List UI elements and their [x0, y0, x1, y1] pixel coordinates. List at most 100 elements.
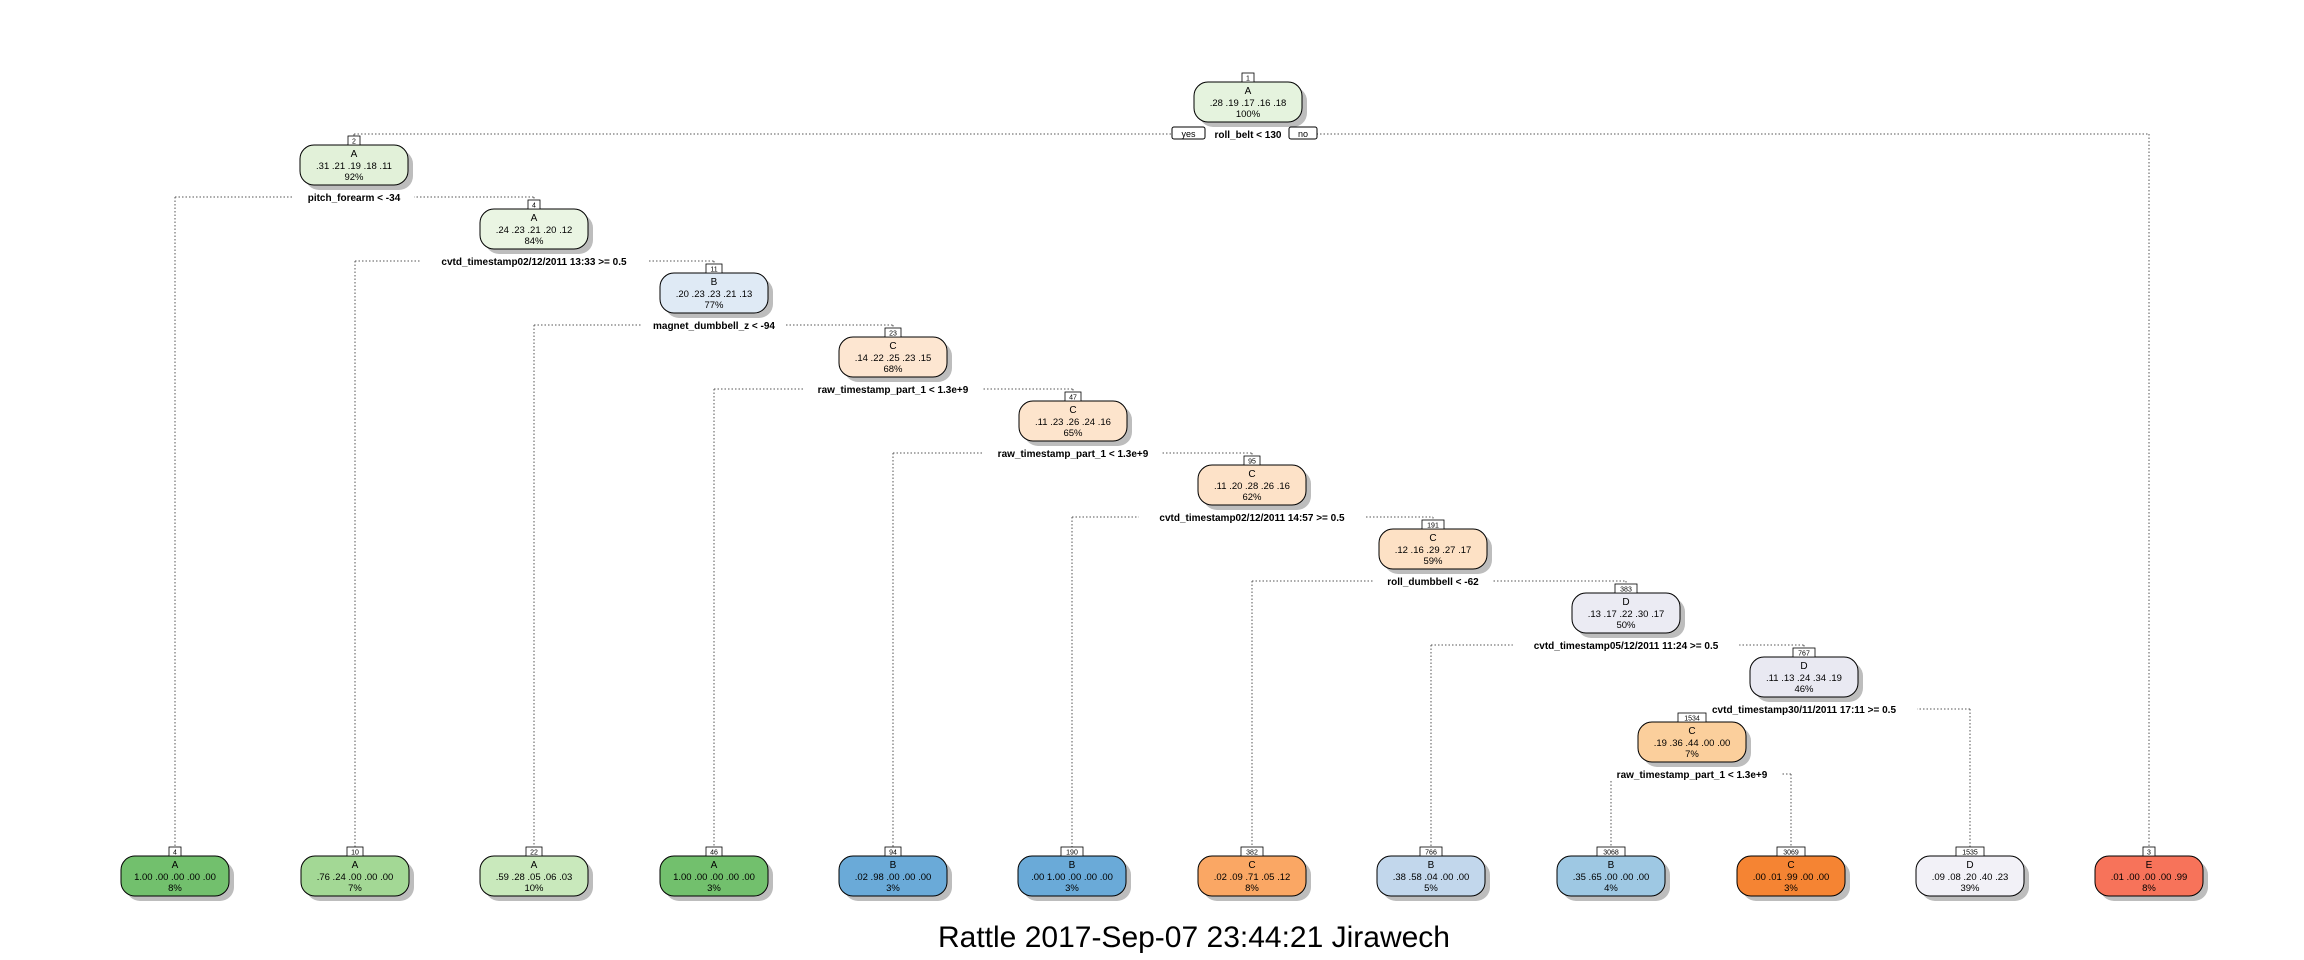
node-number-tag: [168, 846, 182, 857]
node-number: 94: [889, 850, 897, 857]
node-number-tag: [346, 846, 364, 857]
split-label-bg: [983, 446, 1163, 459]
leaf-94: 94B.02 .98 .00 .00 .003%: [838, 846, 952, 901]
node-class: A: [352, 860, 359, 871]
leaf-4: 4A1.00 .00 .00 .00 .008%: [120, 846, 234, 901]
node-number: 1534: [1684, 716, 1700, 723]
node-class: A: [351, 149, 358, 160]
node-number: 766: [1425, 850, 1437, 857]
node-number-tag: [1776, 846, 1806, 857]
node-class: A: [711, 860, 718, 871]
split-label: raw_timestamp_part_1 < 1.3e+9: [998, 449, 1149, 460]
node-probs: .11 .20 .28 .26 .16: [1214, 481, 1290, 492]
leaf-nodes: 4A1.00 .00 .00 .00 .008%10A.76 .24 .00 .…: [120, 846, 2208, 901]
node-probs: 1.00 .00 .00 .00 .00: [673, 872, 755, 883]
split-label-bg: [1138, 510, 1366, 523]
node-class: C: [1248, 469, 1255, 480]
node-number: 22: [530, 850, 538, 857]
node-probs: .28 .19 .17 .16 .18: [1210, 98, 1287, 109]
node-probs: .76 .24 .00 .00 .00: [317, 872, 394, 883]
node-percent: 5%: [1424, 883, 1438, 894]
split-label-bg: [1199, 127, 1297, 140]
split-label: roll_belt < 130: [1215, 130, 1282, 141]
node-probs: .11 .23 .26 .24 .16: [1035, 417, 1111, 428]
node-class: C: [1069, 405, 1076, 416]
node-probs: .20 .23 .23 .21 .13: [676, 289, 753, 300]
split-label-bg: [1690, 702, 1918, 715]
node-number-tag: [1419, 846, 1443, 857]
node-class: C: [1248, 860, 1255, 871]
split-label: raw_timestamp_part_1 < 1.3e+9: [818, 385, 969, 396]
split-label: cvtd_timestamp02/12/2011 14:57 >= 0.5: [1159, 513, 1345, 524]
node-probs: .13 .17 .22 .30 .17: [1588, 609, 1665, 620]
node-class: B: [1069, 860, 1076, 871]
split-label-bg: [1512, 638, 1740, 651]
node-probs: .24 .23 .21 .20 .12: [496, 225, 573, 236]
node-probs: .19 .36 .44 .00 .00: [1654, 738, 1731, 749]
yes-label-box: [1171, 126, 1206, 140]
node-number: 767: [1798, 651, 1810, 658]
node-class: A: [531, 213, 538, 224]
node-percent: 8%: [168, 883, 182, 894]
node-number-tag: [2142, 846, 2156, 857]
node-percent: 8%: [2142, 883, 2156, 894]
node-number: 95: [1248, 459, 1256, 466]
node-class: B: [1428, 860, 1435, 871]
node-number: 382: [1246, 850, 1258, 857]
node-class: B: [1608, 860, 1615, 871]
split-label: cvtd_timestamp02/12/2011 13:33 >= 0.5: [441, 257, 627, 268]
split-label-bg: [803, 382, 983, 395]
node-number: 10: [351, 850, 359, 857]
node-class: B: [711, 277, 718, 288]
node-number-tag: [1596, 846, 1626, 857]
node-number: 4: [532, 203, 536, 210]
split-label: cvtd_timestamp30/11/2011 17:11 >= 0.5: [1712, 705, 1896, 716]
split-label: cvtd_timestamp05/12/2011 11:24 >= 0.5: [1534, 641, 1719, 652]
node-class: E: [2146, 860, 2153, 871]
node-number: 11: [710, 267, 717, 274]
node-number: 1535: [1962, 850, 1978, 857]
node-percent: 7%: [1685, 749, 1699, 760]
node-number-tag: [705, 846, 723, 857]
root-yes-no-labels: yes no: [1171, 126, 1318, 140]
node-probs: .38 .58 .04 .00 .00: [1393, 872, 1470, 883]
node-number: 2: [352, 139, 356, 146]
split-label-bg: [642, 318, 786, 331]
node-probs: .02 .98 .00 .00 .00: [855, 872, 932, 883]
node-number-tag: [1240, 846, 1264, 857]
node-number-tag: [1241, 72, 1255, 83]
node-number-tag: [705, 263, 723, 274]
node-class: B: [890, 860, 897, 871]
node-number-tag: [527, 199, 541, 210]
node-number: 46: [710, 850, 718, 857]
node-percent: 100%: [1236, 109, 1261, 120]
split-label-bg: [1372, 574, 1494, 587]
node-class: A: [531, 860, 538, 871]
node-probs: .00 .01 .99 .00 .00: [1753, 872, 1830, 883]
node-probs: .35 .65 .00 .00 .00: [1573, 872, 1650, 883]
node-number-tag: [884, 327, 902, 338]
node-percent: 8%: [1245, 883, 1259, 894]
node-probs: .59 .28 .05 .06 .03: [496, 872, 573, 883]
node-percent: 46%: [1794, 684, 1814, 695]
node-probs: .11 .13 .24 .34 .19: [1766, 673, 1842, 684]
node-probs: .01 .00 .00 .00 .99: [2111, 872, 2188, 883]
